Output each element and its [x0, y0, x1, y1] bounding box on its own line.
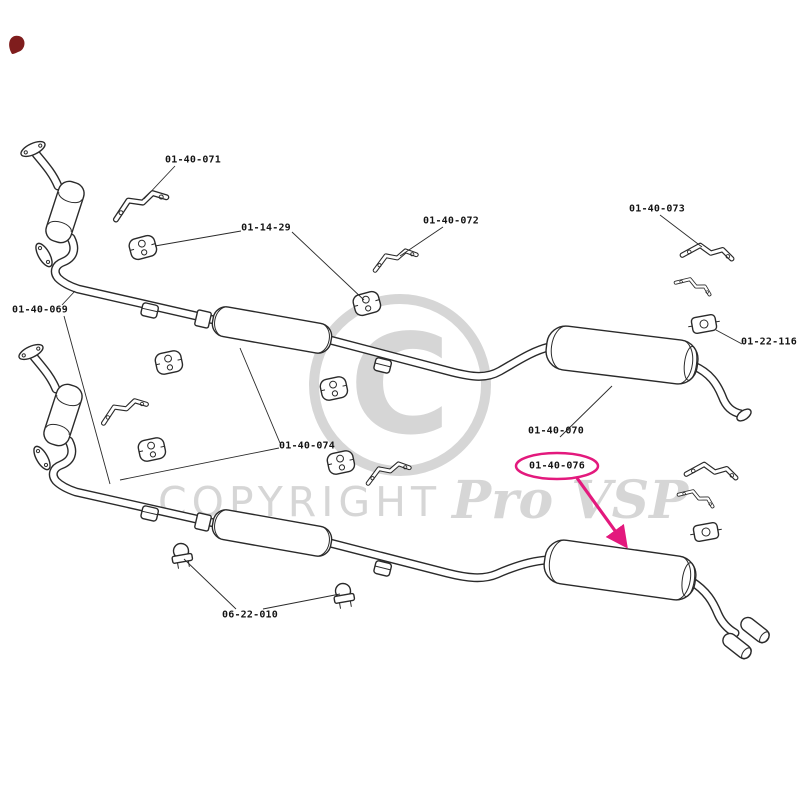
part-label: 01-22-116 — [741, 336, 797, 348]
tailpipe-tip — [737, 613, 773, 647]
rubber-hanger — [325, 448, 357, 477]
leader-line — [154, 230, 242, 247]
pipe-hanger-loop — [139, 504, 160, 523]
pipe-sleeve — [193, 511, 213, 533]
tailpipe-tip — [736, 408, 752, 422]
leader-line — [183, 558, 237, 610]
rear-muffler — [543, 323, 701, 387]
bottom-exhaust-system — [16, 340, 773, 663]
part-label: 01-40-070 — [528, 425, 584, 437]
rear-muffler — [540, 536, 700, 604]
catalytic-converter — [42, 177, 88, 247]
copyright-symbol: C — [349, 305, 450, 466]
catalytic-converter — [40, 380, 86, 450]
highlighted-part-label: 01-40-076 — [529, 460, 585, 472]
mount-bracket — [682, 237, 733, 271]
rubber-hanger — [136, 435, 168, 464]
clamp-block — [686, 312, 722, 336]
mount-bracket — [113, 191, 168, 219]
leader-line — [63, 315, 111, 485]
leader-line — [119, 447, 280, 481]
highlight-ellipse — [514, 451, 600, 481]
rubber-hanger — [153, 348, 185, 377]
mid-flange — [30, 443, 54, 473]
clamp-block — [688, 520, 724, 544]
pipe-hanger-loop — [139, 301, 160, 320]
leader-line — [559, 385, 613, 438]
leader-line — [659, 214, 703, 248]
pipe-clamp — [331, 581, 357, 611]
leader-line — [262, 593, 341, 610]
corner-logo-mark — [9, 35, 25, 54]
mount-bracket — [374, 250, 418, 270]
leader-line — [399, 226, 444, 257]
leader-lines — [61, 165, 743, 610]
part-label: 01-40-072 — [423, 215, 479, 227]
leader-line — [239, 347, 281, 444]
pipe-hanger-loop — [372, 559, 393, 578]
pipe-sleeve — [193, 308, 213, 330]
part-label: 06-22-010 — [222, 609, 278, 621]
rubber-hanger — [318, 374, 350, 403]
leader-line — [715, 329, 743, 345]
mid-flange — [32, 240, 56, 270]
rubber-hanger — [126, 233, 159, 262]
top-exhaust-system — [18, 137, 752, 422]
leader-line — [291, 231, 365, 301]
mount-bracket — [101, 399, 148, 423]
pipe-hanger-loop — [372, 356, 393, 375]
center-resonator — [209, 304, 335, 356]
highlight-annotation — [514, 451, 628, 549]
part-label: 01-40-073 — [629, 203, 685, 215]
part-label: 01-40-071 — [165, 154, 221, 166]
mount-bracket — [673, 269, 714, 305]
part-label: 01-40-074 — [279, 440, 335, 452]
part-label: 01-14-29 — [241, 222, 291, 234]
highlight-arrow-icon — [575, 477, 628, 549]
part-label: 01-40-069 — [12, 304, 68, 316]
leader-line — [143, 165, 176, 200]
watermark-brand-text: Pro VSP — [450, 470, 690, 531]
mount-bracket — [686, 456, 737, 490]
leader-line — [61, 290, 76, 306]
copyright-circle-icon — [309, 294, 491, 476]
